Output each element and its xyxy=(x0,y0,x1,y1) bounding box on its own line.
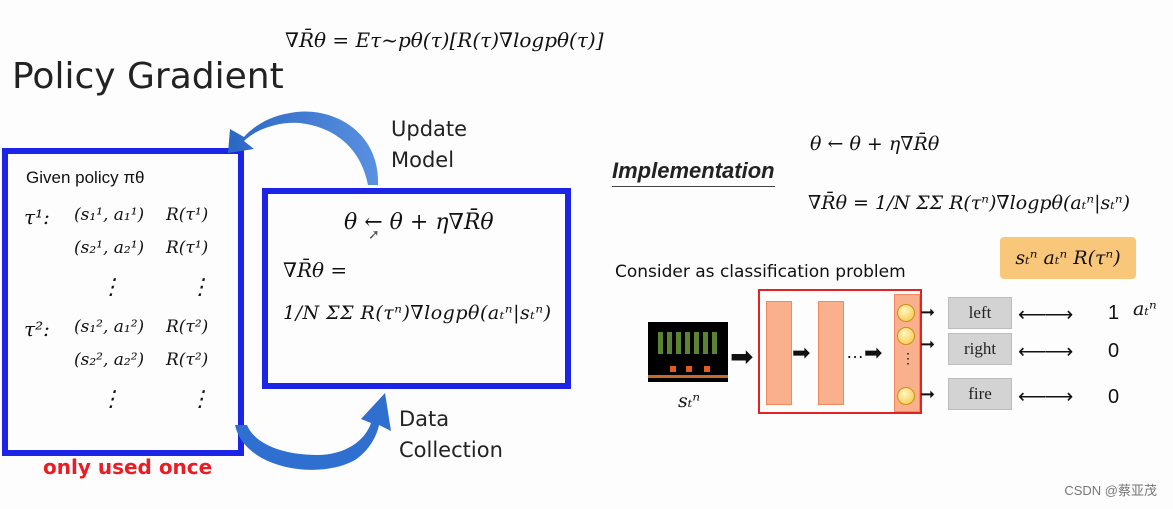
update-arrow-icon xyxy=(228,111,379,185)
action-left-label: left xyxy=(948,297,1012,329)
trajectory-row: τ¹: (s₁¹, a₁¹) R(τ¹) xyxy=(24,205,209,229)
action-right-label: right xyxy=(948,333,1012,365)
game-frame-image xyxy=(648,322,728,382)
trajectory-row: ⋮ ⋮ xyxy=(100,275,211,300)
collection-arrow-icon xyxy=(235,393,391,470)
target-fire: 0 xyxy=(1108,386,1120,408)
trajectory-row: (s₂², a₂²) R(τ²) xyxy=(74,350,209,370)
implementation-heading: Implementation xyxy=(612,158,775,187)
target-left: 1 xyxy=(1108,302,1120,324)
given-policy-heading: Given policy πθ xyxy=(26,168,145,187)
sample-tuple-badge: sₜⁿ aₜⁿ R(τⁿ) xyxy=(1000,237,1136,279)
arrow-right-icon: ➡ xyxy=(864,340,883,365)
page-title: Policy Gradient xyxy=(12,56,284,97)
double-arrow-icon: ⟵⟶ xyxy=(1018,304,1073,326)
action-tag: aₜⁿ xyxy=(1133,298,1157,320)
double-arrow-icon: ⟵⟶ xyxy=(1018,386,1073,408)
trajectory-row: (s₂¹, a₂¹) R(τ¹) xyxy=(74,238,209,258)
given-policy-box xyxy=(2,148,244,456)
output-neuron xyxy=(897,304,915,322)
network-box xyxy=(758,289,922,414)
input-state-label: sₜⁿ xyxy=(678,390,701,412)
trajectory-row: ⋮ ⋮ xyxy=(100,387,211,412)
ellipsis-icon: … xyxy=(846,342,864,362)
watermark: CSDN @蔡亚茂 xyxy=(1064,483,1157,498)
trajectory-row: τ²: (s₁², a₁²) R(τ²) xyxy=(24,317,209,341)
update-rule: θ ← θ + η∇R̄θ xyxy=(344,210,494,235)
classification-label: Consider as classification problem xyxy=(615,262,906,282)
update-model-box xyxy=(262,188,571,389)
hidden-layer-2 xyxy=(818,301,844,405)
arrow-right-icon: ➡ xyxy=(792,340,811,365)
impl-update-rule: θ ← θ + η∇R̄θ xyxy=(810,133,940,155)
arrow-right-icon: ➞ xyxy=(920,334,936,354)
hidden-layer-1 xyxy=(766,301,792,405)
top-formula: ∇R̄θ = Eτ~pθ(τ)[R(τ)∇logpθ(τ)] xyxy=(285,28,604,52)
update-label: Update Model xyxy=(391,117,468,172)
data-collection-label: Data Collection xyxy=(399,407,503,462)
arrow-right-icon: ➡ xyxy=(730,341,754,372)
double-arrow-icon: ⟵⟶ xyxy=(1018,341,1073,363)
cursor-icon: ➚ xyxy=(368,226,380,242)
output-neuron xyxy=(897,387,915,405)
arrow-right-icon: ➞ xyxy=(920,302,936,322)
vertical-ellipsis-icon: ⋮ xyxy=(901,350,915,366)
gradient-label: ∇R̄θ = xyxy=(283,258,348,282)
gradient-sum: 1/N ΣΣ R(τⁿ)∇logpθ(aₜⁿ|sₜⁿ) xyxy=(283,302,552,324)
output-neuron xyxy=(897,327,915,345)
target-right: 0 xyxy=(1108,340,1120,362)
trajectory-list: τ¹: (s₁¹, a₁¹) R(τ¹) (s₂¹, a₂¹) R(τ¹) ⋮ … xyxy=(24,205,234,423)
action-fire-label: fire xyxy=(948,378,1012,410)
only-used-once-label: only used once xyxy=(43,455,213,479)
impl-gradient: ∇R̄θ = 1/N ΣΣ R(τⁿ)∇logpθ(aₜⁿ|sₜⁿ) xyxy=(808,192,1131,214)
arrow-right-icon: ➞ xyxy=(920,384,936,404)
